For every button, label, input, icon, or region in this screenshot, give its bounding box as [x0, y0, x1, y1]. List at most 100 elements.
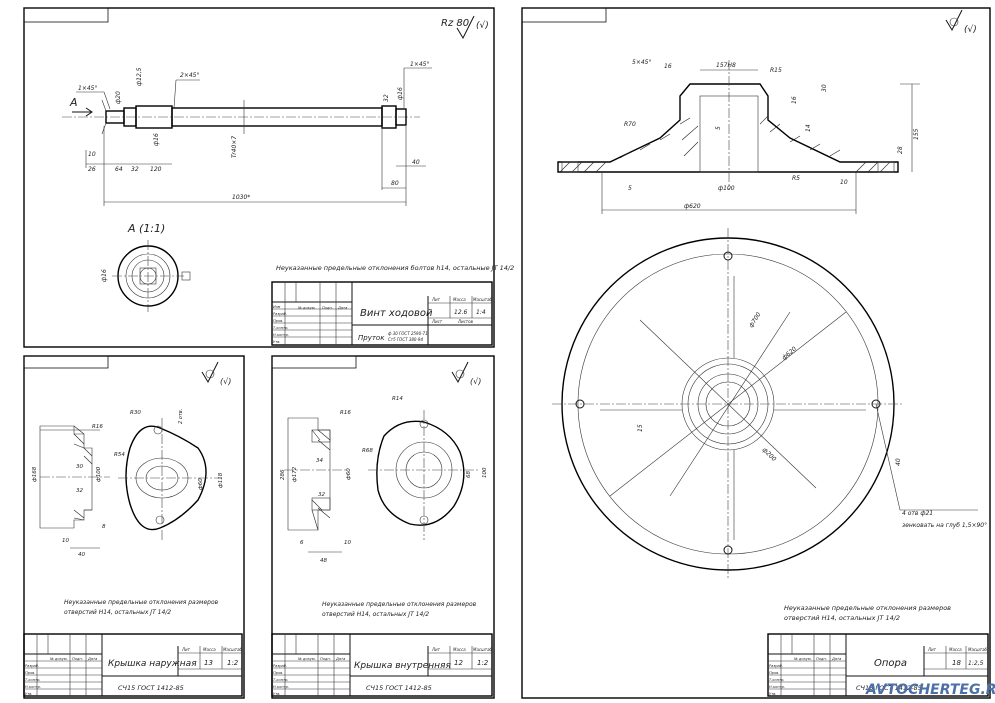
svg-text:Утв.: Утв. [273, 340, 281, 344]
svg-text:Дата: Дата [335, 657, 345, 661]
svg-text:Разраб.: Разраб. [273, 312, 287, 316]
svg-text:120: 120 [150, 166, 162, 173]
svg-text:48: 48 [320, 558, 327, 564]
cover-inner-mass: 12 [454, 659, 463, 667]
view-a-label: A [69, 96, 78, 109]
svg-text:R14: R14 [392, 396, 403, 402]
svg-text:Пров.: Пров. [273, 319, 283, 323]
svg-text:40: 40 [412, 159, 420, 166]
svg-text:ф16: ф16 [397, 87, 404, 100]
svg-text:Листов: Листов [457, 319, 474, 324]
svg-text:(√): (√) [476, 20, 489, 31]
svg-text:5: 5 [628, 185, 632, 192]
screw-material: Пруток [358, 334, 385, 342]
svg-text:15: 15 [637, 424, 644, 432]
support-holes-note-2: зенковать на глуб 1,5×90° [902, 522, 987, 529]
svg-text:32: 32 [131, 166, 139, 173]
svg-text:155: 155 [913, 128, 920, 140]
svg-text:Лит: Лит [431, 647, 441, 652]
support-mass: 18 [952, 659, 961, 667]
svg-text:100: 100 [482, 467, 488, 478]
svg-text:40: 40 [895, 458, 902, 466]
svg-text:10: 10 [62, 538, 69, 544]
svg-text:R15: R15 [770, 67, 782, 74]
svg-text:№ докум.: № докум. [793, 657, 812, 661]
svg-text:ф60: ф60 [346, 468, 352, 480]
cover-outer-plan: R30 R54 ф60 ф118 2 отв. [114, 409, 224, 540]
svg-text:ф16: ф16 [153, 133, 160, 146]
roughness-label: Rz 80 [441, 18, 469, 29]
cover-outer-scale: 1:2 [227, 659, 239, 667]
cover-outer-note-2: отверстий H14, остальных JT 14/2 [64, 609, 171, 616]
svg-text:28: 28 [897, 146, 904, 154]
support-note-1: Неуказанные предельные отклонения размер… [784, 604, 951, 612]
sheet-cover-inner: (√) 286 ф172 ф60 R16 34 32 6 10 48 [271, 355, 495, 699]
support-scale: 1:2,5 [968, 660, 984, 667]
cover-inner-plan: R14 R68 68 100 [362, 396, 488, 540]
svg-text:№ докум.: № докум. [49, 657, 68, 661]
cover-inner-material: СЧ15 ГОСТ 1412-85 [366, 684, 432, 692]
support-section: 157H8 5×45° 16 R15 R70 R5 ф100 ф620 155 … [557, 59, 920, 214]
svg-text:Разраб.: Разраб. [769, 664, 783, 668]
svg-text:Подп.: Подп. [320, 657, 331, 661]
svg-text:R30: R30 [130, 410, 141, 416]
svg-text:34: 34 [316, 458, 323, 464]
svg-text:ф168: ф168 [32, 466, 38, 482]
svg-text:R68: R68 [362, 448, 373, 454]
svg-text:Масса: Масса [949, 647, 962, 652]
svg-text:R16: R16 [92, 424, 103, 430]
cover-inner-section: 286 ф172 ф60 R16 34 32 6 10 48 [280, 410, 352, 564]
screw-scale: 1:4 [476, 309, 486, 316]
svg-text:R70: R70 [624, 121, 636, 128]
svg-text:Лит: Лит [927, 647, 937, 652]
svg-text:Масштаб: Масштаб [223, 647, 243, 652]
svg-text:Масштаб: Масштаб [473, 647, 493, 652]
svg-text:(√): (√) [964, 24, 977, 35]
svg-text:30: 30 [821, 84, 828, 92]
screw-title-block: № докум. Подп. Дата Изм Разраб. Пров. Т.… [271, 281, 493, 346]
svg-text:16: 16 [664, 63, 672, 70]
svg-text:ф100: ф100 [96, 466, 102, 482]
svg-text:Подп.: Подп. [72, 657, 83, 661]
svg-text:№ докум.: № докум. [297, 306, 316, 310]
svg-text:(√): (√) [220, 377, 231, 386]
cover-outer-mass: 13 [204, 659, 213, 667]
svg-text:64: 64 [115, 166, 123, 173]
svg-text:Пров.: Пров. [769, 671, 779, 675]
svg-text:ф60: ф60 [198, 478, 204, 490]
svg-text:30: 30 [76, 464, 83, 470]
svg-text:68: 68 [466, 471, 472, 478]
svg-text:Дата: Дата [87, 657, 97, 661]
section-a-label: A (1:1) [127, 222, 165, 235]
svg-text:10: 10 [840, 179, 848, 186]
cover-inner-scale: 1:2 [477, 659, 489, 667]
svg-text:10: 10 [344, 540, 351, 546]
svg-text:5×45°: 5×45° [632, 59, 651, 66]
screw-shaft [62, 99, 420, 135]
svg-text:Масштаб: Масштаб [473, 297, 493, 302]
svg-text:40: 40 [78, 552, 85, 558]
svg-text:5: 5 [715, 126, 722, 130]
watermark: AVTOCHERTEG.RU [865, 682, 995, 698]
svg-text:Tr40×7: Tr40×7 [231, 136, 238, 158]
svg-text:Разраб.: Разраб. [25, 664, 39, 668]
section-a-view: ф16 [101, 240, 191, 312]
cover-outer-note-1: Неуказанные предельные отклонения размер… [64, 599, 219, 606]
svg-text:№ докум.: № докум. [297, 657, 316, 661]
svg-text:Н.контр.: Н.контр. [769, 685, 785, 689]
svg-text:Т.контр.: Т.контр. [25, 678, 41, 682]
sheet-screw: Rz 80 (√) A 1×45° 2×45° 1×45° [23, 7, 514, 348]
svg-text:1030*: 1030* [232, 194, 250, 201]
support-title: Опора [874, 658, 907, 669]
svg-text:ф20: ф20 [115, 91, 122, 104]
svg-text:Т.контр.: Т.контр. [273, 326, 289, 330]
svg-text:Лит: Лит [431, 297, 441, 302]
svg-text:Масса: Масса [203, 647, 216, 652]
svg-text:ф172: ф172 [292, 466, 298, 482]
svg-text:Ст5 ГОСТ 380-94: Ст5 ГОСТ 380-94 [388, 337, 423, 342]
svg-text:16: 16 [791, 96, 798, 104]
sheet-cover-outer: (√) ф168 ф100 R16 30 32 10 40 8 R30 R54 [23, 355, 245, 699]
svg-text:Пров.: Пров. [25, 671, 35, 675]
svg-text:Подп.: Подп. [816, 657, 827, 661]
